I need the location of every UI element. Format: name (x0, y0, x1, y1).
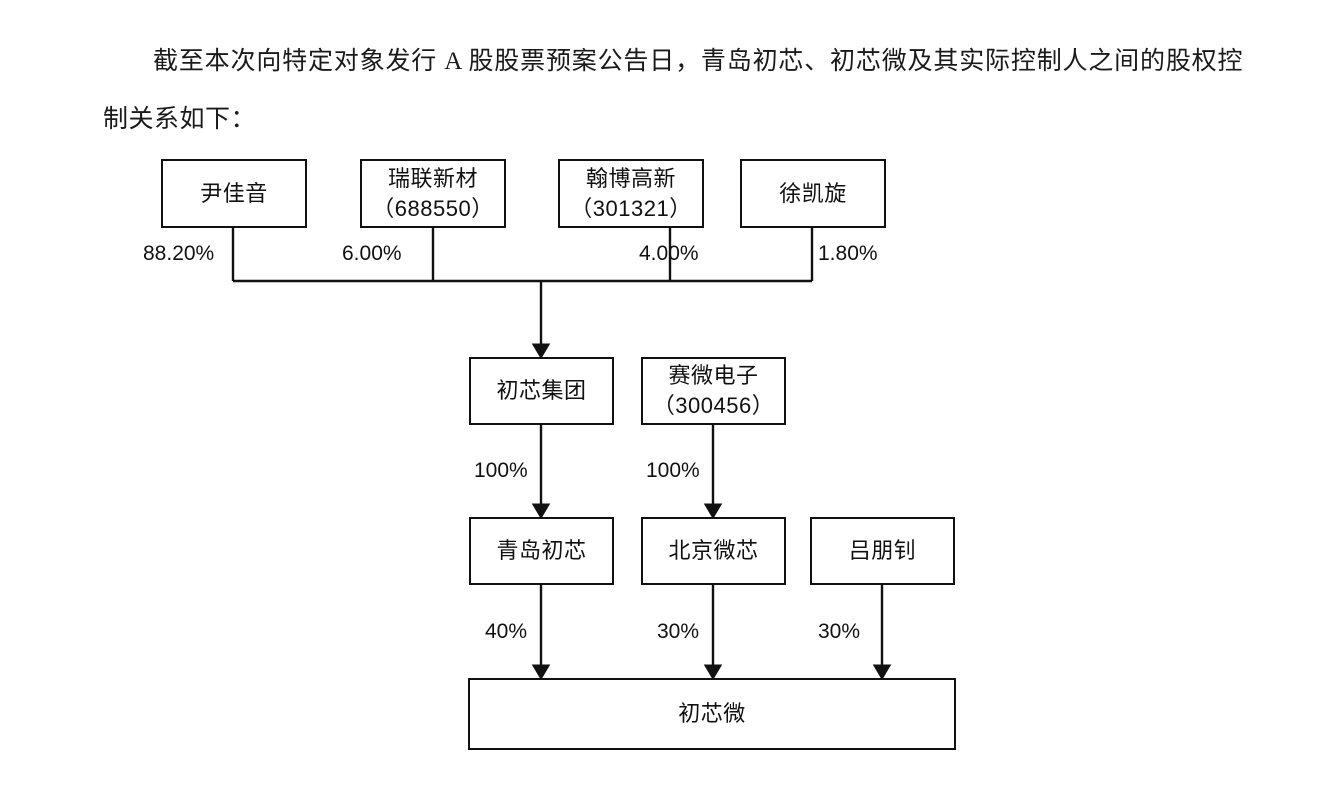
node-ruilian-xincai[interactable]: 瑞联新材 （688550） (360, 159, 506, 228)
node-saiwei-dianzi[interactable]: 赛微电子 （300456） (641, 357, 786, 425)
node-beijing-weixin-label: 北京微芯 (668, 538, 759, 563)
node-beijing-weixin[interactable]: 北京微芯 (641, 517, 786, 585)
node-saiwei-dianzi-label: 赛微电子 （300456） (652, 363, 775, 418)
node-chuxin-jituan[interactable]: 初芯集团 (469, 357, 614, 425)
node-chuxinwei-label: 初芯微 (678, 701, 746, 726)
node-lvpengzhao[interactable]: 吕朋钊 (810, 517, 955, 585)
node-yinjiayin[interactable]: 尹佳音 (161, 159, 307, 228)
edge-label-qingdaochuxin-chuxinwei: 40% (485, 620, 528, 643)
edge-label-chuxinjituan-qingdaochuxin: 100% (474, 459, 528, 482)
edge-label-hanbo-chuxinjituan: 4.00% (639, 242, 699, 265)
node-qingdao-chuxin-label: 青岛初芯 (496, 538, 587, 563)
edge-label-saiwei-beijingweixin: 100% (646, 459, 700, 482)
node-chuxin-jituan-label: 初芯集团 (496, 378, 587, 403)
edge-label-xukaixuan-chuxinjituan: 1.80% (818, 242, 878, 265)
node-yinjiayin-label: 尹佳音 (200, 180, 268, 206)
node-chuxinwei[interactable]: 初芯微 (468, 678, 956, 750)
node-qingdao-chuxin[interactable]: 青岛初芯 (469, 517, 614, 585)
node-hanbo-gaoxin[interactable]: 翰博高新 （301321） (558, 159, 704, 228)
edge-label-yinjiayin-chuxinjituan: 88.20% (143, 242, 215, 265)
edge-label-beijingweixin-chuxinwei: 30% (657, 620, 700, 643)
edge-label-ruilian-chuxinjituan: 6.00% (342, 242, 402, 265)
node-xukaixuan[interactable]: 徐凯旋 (740, 159, 886, 228)
node-xukaixuan-label: 徐凯旋 (779, 180, 847, 206)
node-lvpengzhao-label: 吕朋钊 (848, 538, 917, 563)
intro-paragraph: 截至本次向特定对象发行 A 股股票预案公告日，青岛初芯、初芯微及其实际控制人之间… (103, 48, 1243, 133)
edge-label-lvpengzhao-chuxinwei: 30% (818, 620, 861, 643)
node-ruilian-xincai-label: 瑞联新材 （688550） (372, 165, 494, 221)
node-hanbo-gaoxin-label: 翰博高新 （301321） (570, 165, 692, 221)
